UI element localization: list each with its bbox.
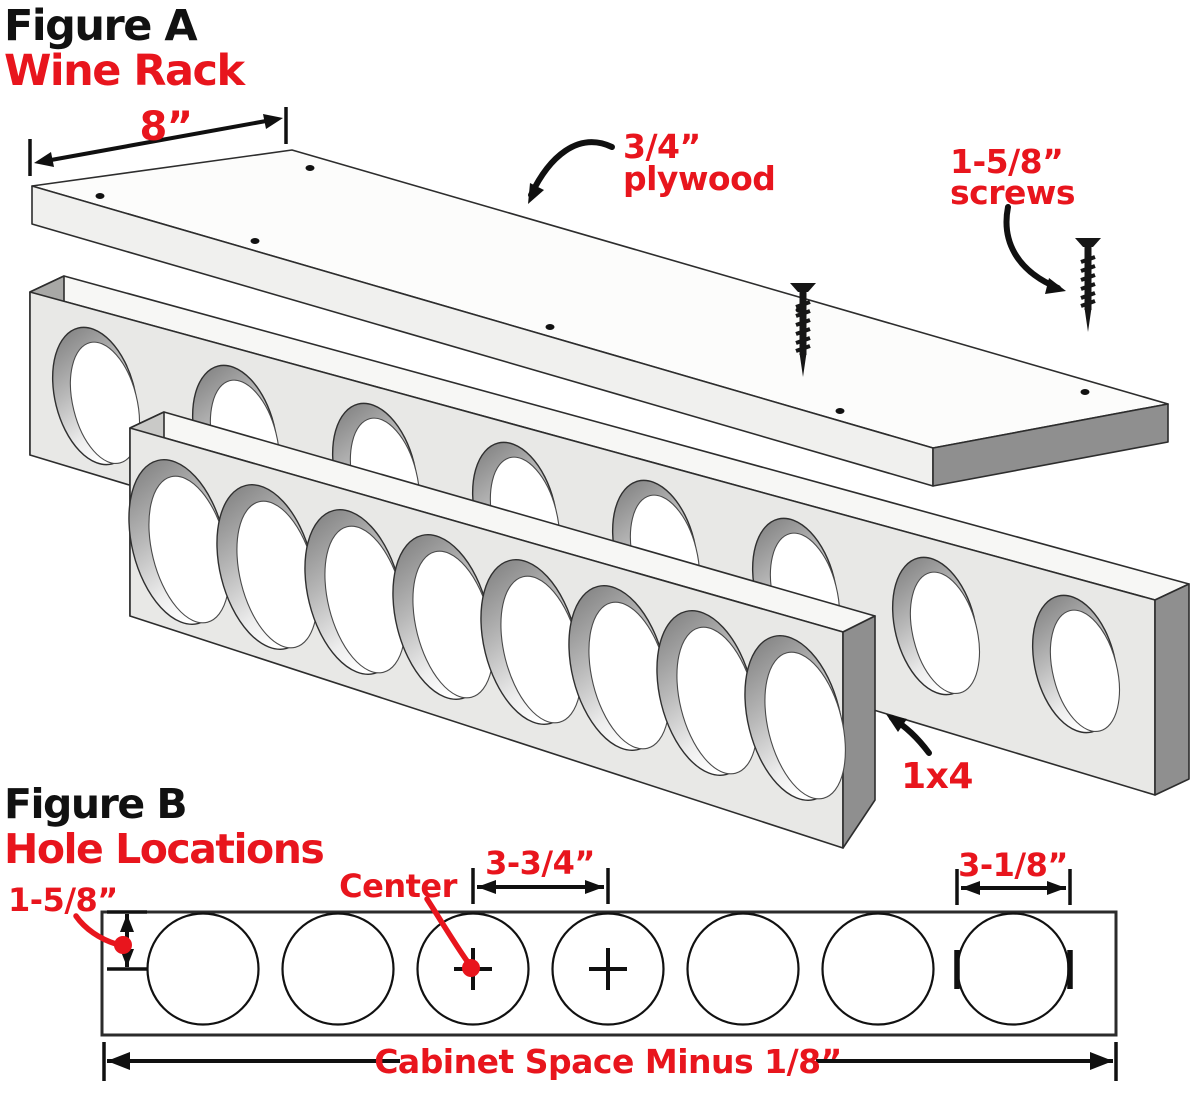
callout-screws-label-2: screws — [950, 173, 1075, 212]
figure-a-drawing: 8” 3/4” plywood 1-5/8” screws 1x4 — [28, 104, 1190, 849]
hole-circle — [146, 912, 260, 1026]
hole-circle — [956, 912, 1070, 1026]
figure-a-heading: Figure A — [4, 1, 198, 51]
arrowhead-icon — [107, 1052, 130, 1070]
dim-edge-label: 1-5/8” — [8, 881, 118, 919]
dim-plywood-width: 8” — [28, 104, 288, 176]
front-board-holes — [128, 459, 846, 801]
arrowhead-icon — [886, 714, 907, 732]
dim-edge-distance: 1-5/8” — [8, 881, 147, 971]
callout-plywood: 3/4” plywood — [528, 127, 776, 204]
back-board-right-end — [1154, 583, 1190, 796]
arrowhead-icon — [1090, 1052, 1113, 1070]
hole-circle — [281, 912, 395, 1026]
arrowhead-icon — [120, 914, 134, 932]
screw-icon — [1073, 236, 1103, 334]
center-callout: Center — [339, 867, 480, 977]
arrowhead-icon — [1047, 881, 1066, 895]
callout-plywood-label-1: 3/4” — [623, 127, 701, 166]
diameter-ticks — [954, 950, 1073, 989]
arrowhead-icon — [1045, 278, 1066, 294]
dim-spacing-label: 3-3/4” — [485, 844, 595, 882]
hole-circle — [686, 912, 800, 1026]
figure-b-subheading: Hole Locations — [4, 825, 323, 873]
arrowhead-icon — [528, 183, 544, 204]
dim-overall-label: Cabinet Space Minus 1/8” — [374, 1042, 842, 1081]
arrowhead-icon — [961, 881, 980, 895]
arrowhead-icon — [477, 880, 496, 894]
front-board — [128, 411, 876, 849]
front-board-right-end — [842, 615, 876, 849]
arrowhead-icon — [585, 880, 604, 894]
callout-screws: 1-5/8” screws — [950, 142, 1076, 294]
figure-b-drawing: 1-5/8” Center 3-3/4” 3-1/8” — [8, 844, 1118, 1081]
arrowhead-icon — [34, 152, 54, 167]
dim-overall-width: Cabinet Space Minus 1/8” — [102, 1042, 1118, 1081]
figure-b-heading: Figure B — [4, 780, 186, 828]
callout-1x4: 1x4 — [886, 714, 973, 797]
center-label: Center — [339, 867, 457, 905]
hole-circle — [821, 912, 935, 1026]
plywood-panel — [31, 149, 1169, 487]
callout-1x4-label: 1x4 — [901, 756, 973, 797]
dim-width-label: 8” — [139, 104, 192, 150]
dim-hole-spacing: 3-3/4” — [471, 844, 610, 904]
callout-plywood-label-2: plywood — [623, 159, 775, 198]
dim-hole-diameter: 3-1/8” — [955, 846, 1072, 905]
leader-dot — [114, 936, 132, 954]
figure-a-subheading: Wine Rack — [4, 46, 247, 96]
leader-dot — [462, 959, 480, 977]
arrowhead-icon — [263, 114, 283, 129]
plywood-right-end — [932, 403, 1169, 487]
callout-screws-label-1: 1-5/8” — [950, 142, 1063, 181]
dim-diameter-label: 3-1/8” — [958, 846, 1068, 884]
